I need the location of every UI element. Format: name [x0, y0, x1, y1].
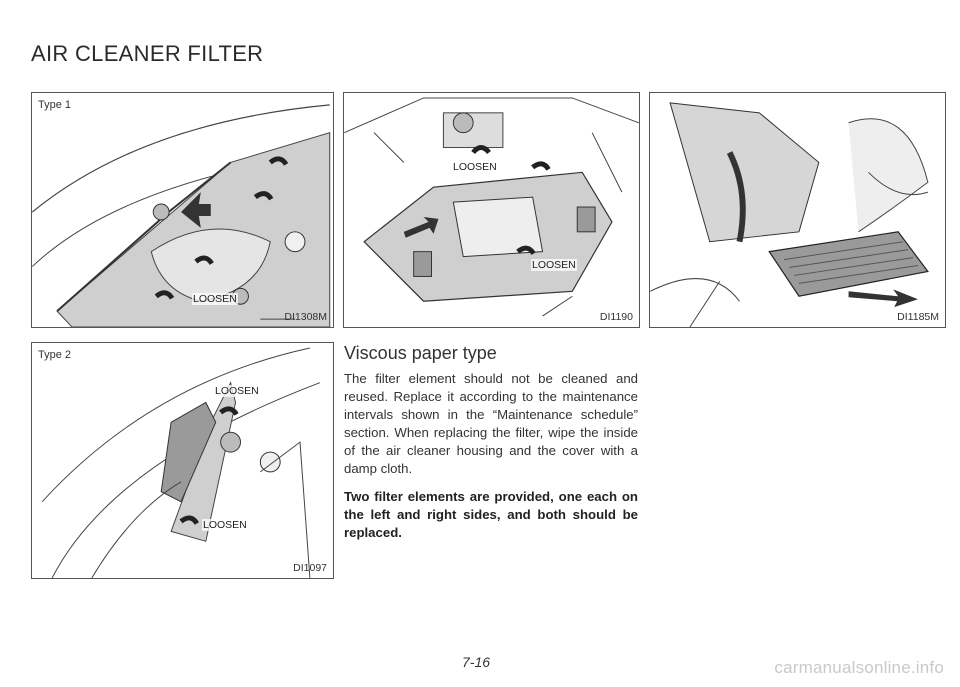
figure-type2-code: DI1097 — [293, 562, 327, 574]
housing-illustration — [344, 97, 639, 317]
loosen-callout: LOOSEN — [202, 519, 248, 531]
loosen-callout: LOOSEN — [531, 259, 577, 271]
figure-type2-label: Type 2 — [38, 349, 72, 361]
figure-filter-removal: DI1185M — [649, 92, 946, 328]
section-note: Two filter elements are provided, one ea… — [344, 489, 638, 540]
loosen-callout: LOOSEN — [214, 385, 260, 397]
type2-illustration — [41, 347, 321, 578]
loosen-callout: LOOSEN — [452, 161, 498, 173]
figure-type2: Type 2 LOOSEN LOOSEN DI1097 — [31, 342, 334, 579]
removal-illustration — [650, 102, 929, 327]
section-body: The filter element should not be cleaned… — [344, 371, 638, 476]
watermark: carmanualsonline.info — [774, 658, 944, 677]
figure-type1-code: DI1308M — [284, 311, 327, 323]
page-title: AIR CLEANER FILTER — [31, 41, 264, 66]
figure-right-code: DI1185M — [897, 311, 939, 323]
loosen-callout: LOOSEN — [192, 293, 238, 305]
page-number: 7-16 — [462, 654, 491, 670]
figure-filter-housing: LOOSEN LOOSEN DI1190 — [343, 92, 640, 328]
type1-illustration — [32, 104, 331, 327]
figure-type1: Type 1 LOOSEN DI1308M — [31, 92, 334, 328]
figure-middle-code: DI1190 — [599, 311, 633, 323]
section-heading: Viscous paper type — [344, 343, 497, 363]
figure-type1-label: Type 1 — [38, 99, 72, 111]
